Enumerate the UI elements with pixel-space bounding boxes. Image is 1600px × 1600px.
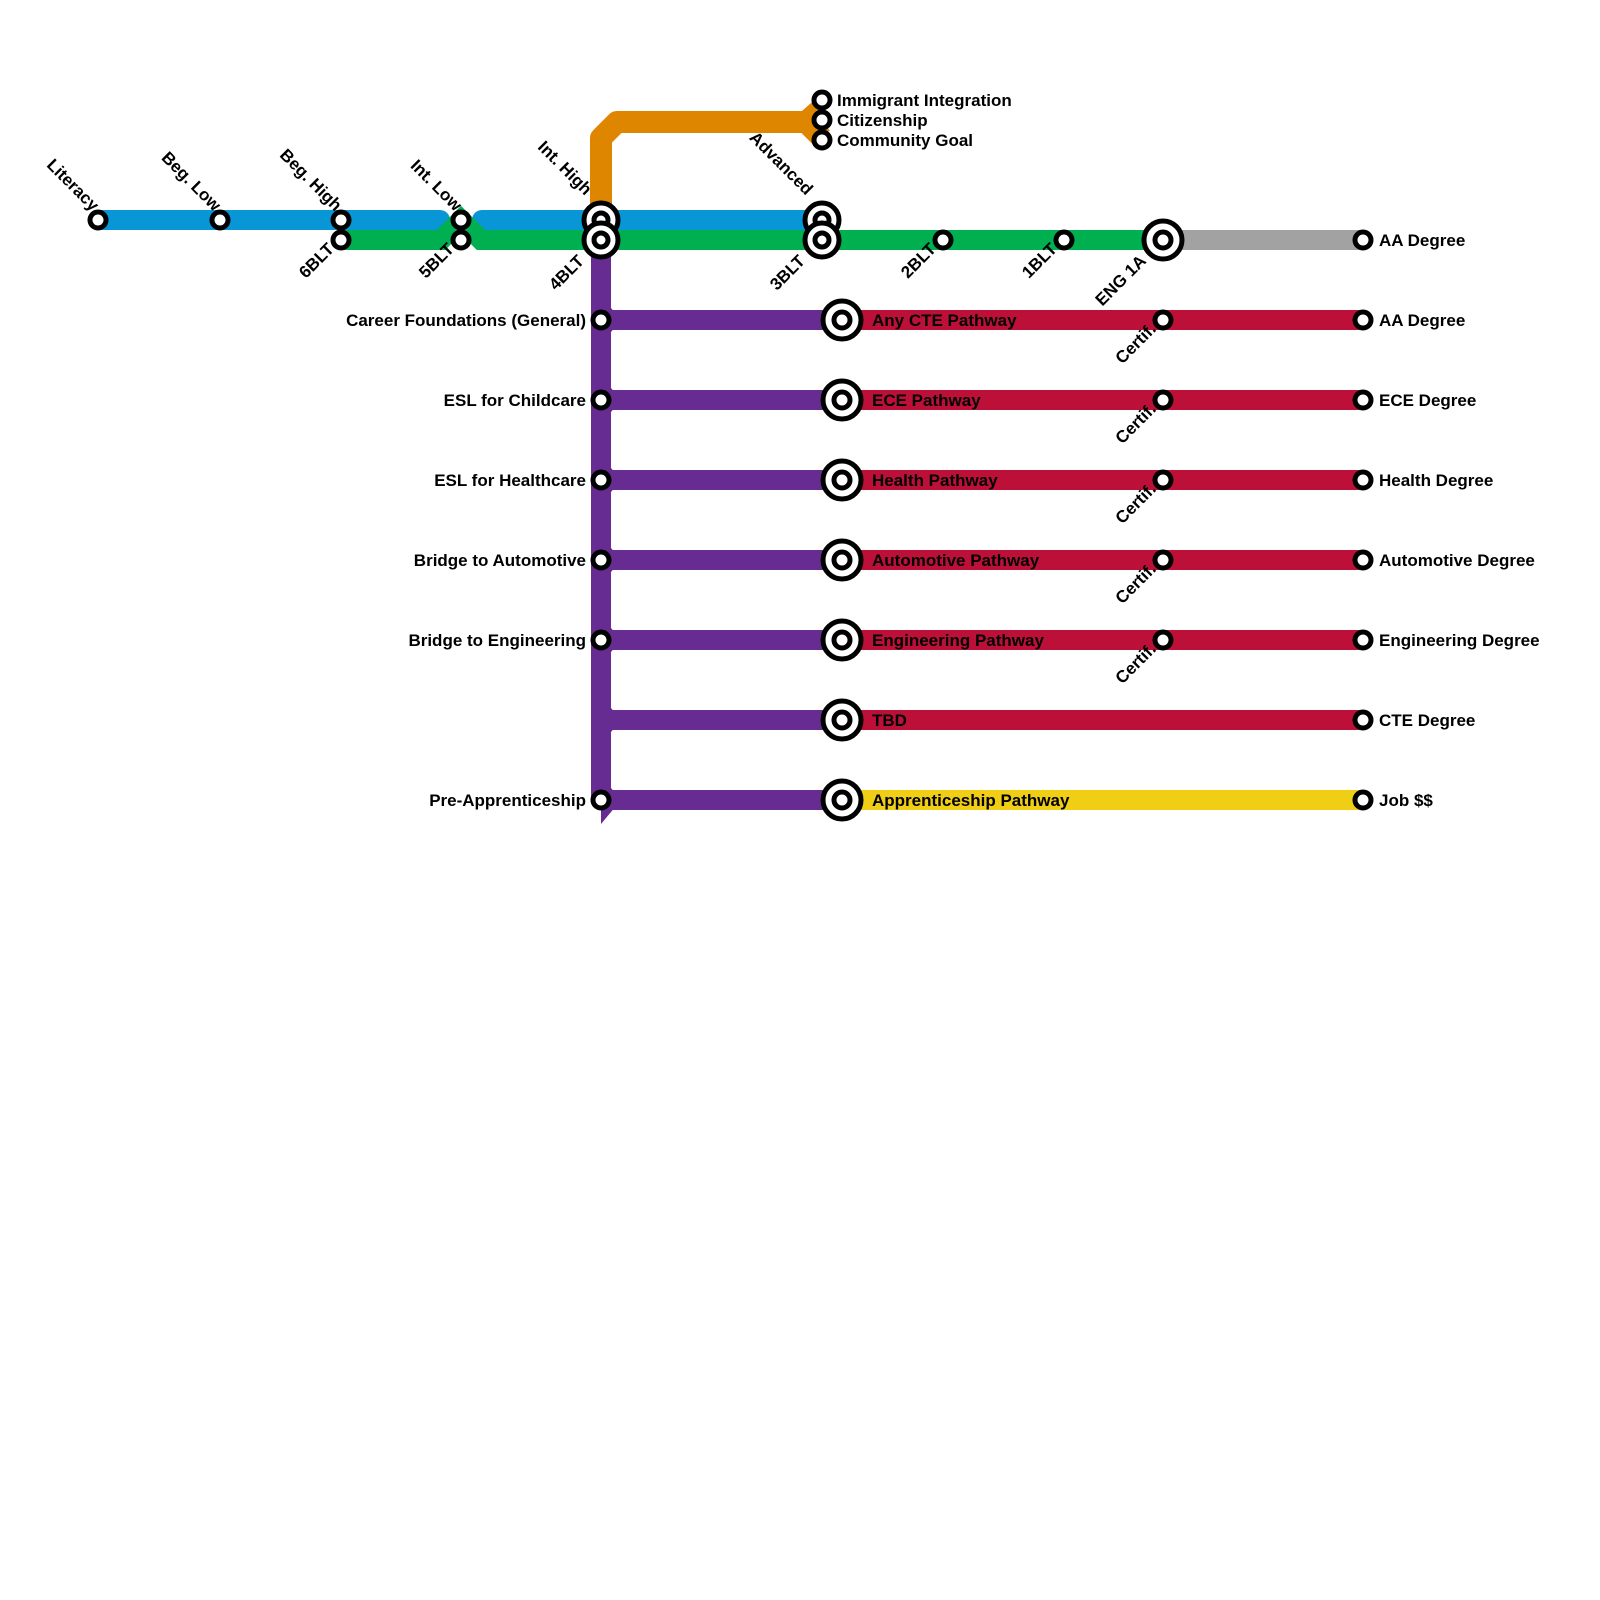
station-immigrant-integration[interactable]: Immigrant Integration	[811, 89, 1012, 111]
station-end[interactable]: Engineering Degree	[1352, 629, 1540, 651]
station-label: Automotive Pathway	[872, 551, 1040, 570]
station-label: AA Degree	[1379, 311, 1465, 330]
station-label: ESL for Childcare	[444, 391, 586, 410]
station-label: Immigrant Integration	[837, 91, 1012, 110]
station-community-goal[interactable]: Community Goal	[811, 129, 973, 151]
career-row: Bridge to Engineering Engineering Pathway…	[408, 616, 1540, 688]
station-pathway[interactable]: TBD	[820, 698, 907, 742]
station-pathway[interactable]: Engineering Pathway	[820, 618, 1044, 662]
station-end[interactable]: Job $$	[1352, 789, 1433, 811]
station-label: Bridge to Automotive	[414, 551, 586, 570]
station-label: ECE Pathway	[872, 391, 981, 410]
station-label: Any CTE Pathway	[872, 311, 1017, 330]
station-end[interactable]: AA Degree	[1352, 309, 1465, 331]
station-6blt[interactable]: 6BLT	[295, 229, 352, 282]
station-label: Community Goal	[837, 131, 973, 150]
station-label: Advanced	[746, 128, 817, 199]
station-label: Job $$	[1379, 791, 1433, 810]
station-label: Apprenticeship Pathway	[872, 791, 1070, 810]
line-layer	[88, 99, 1363, 800]
career-rows: Career Foundations (General) Any CTE Path…	[346, 296, 1540, 824]
station-start[interactable]: Bridge to Automotive	[414, 549, 612, 571]
station-label: Automotive Degree	[1379, 551, 1535, 570]
station-label: Career Foundations (General)	[346, 311, 586, 330]
station-label: Int. High	[534, 137, 596, 199]
station-pathway[interactable]: Apprenticeship Pathway	[820, 778, 1070, 822]
station-start[interactable]: Career Foundations (General)	[346, 309, 612, 331]
station-pathway[interactable]: ECE Pathway	[820, 378, 981, 422]
station-label: CTE Degree	[1379, 711, 1475, 730]
station-label: Int. Low	[407, 156, 466, 215]
station-label: Health Degree	[1379, 471, 1493, 490]
station-end[interactable]: CTE Degree	[1352, 709, 1475, 731]
station-label: Pre-Apprenticeship	[429, 791, 586, 810]
career-row: Pre-Apprenticeship Apprenticeship Pathway…	[429, 776, 1433, 824]
station-start[interactable]: ESL for Healthcare	[434, 469, 612, 491]
station-pathway[interactable]: Health Pathway	[820, 458, 998, 502]
station-label: ESL for Healthcare	[434, 471, 586, 490]
station-start[interactable]: Bridge to Engineering	[408, 629, 612, 651]
career-row: Career Foundations (General) Any CTE Path…	[346, 296, 1465, 368]
station-end[interactable]: ECE Degree	[1352, 389, 1476, 411]
station-label: ECE Degree	[1379, 391, 1476, 410]
station-label: Bridge to Engineering	[408, 631, 586, 650]
station-label: AA Degree	[1379, 231, 1465, 250]
station-label: 4BLT	[545, 251, 588, 294]
station-pathway[interactable]: Any CTE Pathway	[820, 298, 1017, 342]
station-literacy[interactable]: Literacy	[43, 155, 109, 231]
station-aa-degree-top[interactable]: AA Degree	[1352, 229, 1465, 251]
station-label: Engineering Pathway	[872, 631, 1044, 650]
station-label: Engineering Degree	[1379, 631, 1540, 650]
station-label: Citizenship	[837, 111, 928, 130]
station-end[interactable]: Automotive Degree	[1352, 549, 1535, 571]
station-label: 3BLT	[766, 251, 809, 294]
station-label: Health Pathway	[872, 471, 998, 490]
station-label: 6BLT	[295, 239, 338, 282]
station-label: Beg. High	[276, 145, 346, 215]
station-label: Literacy	[43, 155, 103, 215]
station-end[interactable]: Health Degree	[1352, 469, 1493, 491]
station-start[interactable]: Pre-Apprenticeship	[429, 789, 612, 811]
station-label: ENG 1A	[1092, 251, 1150, 309]
station-citizenship[interactable]: Citizenship	[811, 109, 928, 131]
station-label: TBD	[872, 711, 907, 730]
station-pathway[interactable]: Automotive Pathway	[820, 538, 1040, 582]
career-row: TBD CTE Degree	[601, 696, 1475, 744]
station-label: Beg. Low	[158, 148, 225, 215]
station-start[interactable]: ESL for Childcare	[444, 389, 612, 411]
